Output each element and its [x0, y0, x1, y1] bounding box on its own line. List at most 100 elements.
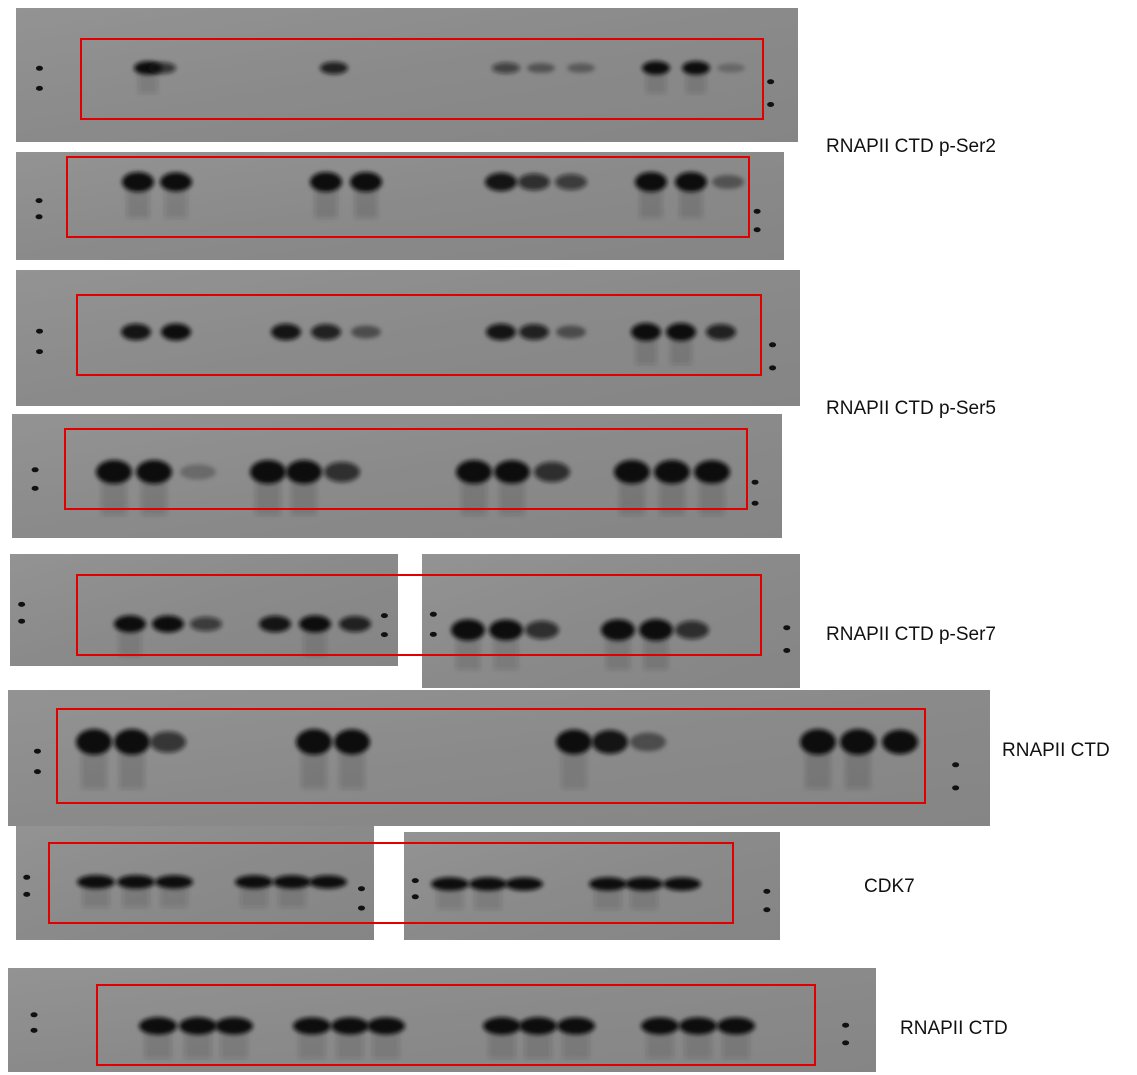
ladder-mark	[33, 748, 41, 754]
band	[324, 461, 360, 483]
ladder-mark	[35, 198, 43, 204]
band	[589, 877, 627, 891]
ladder-mark	[783, 647, 791, 653]
band	[679, 1017, 717, 1035]
band	[654, 460, 690, 484]
band	[190, 616, 222, 632]
band-smear	[659, 481, 685, 516]
band	[334, 729, 370, 755]
band	[555, 174, 587, 190]
ladder-mark	[380, 632, 388, 638]
band-smear	[474, 889, 502, 910]
band-smear	[561, 752, 587, 789]
band	[625, 877, 663, 891]
ladder-mark	[36, 328, 44, 334]
band	[309, 875, 347, 889]
band	[489, 619, 523, 641]
band	[122, 172, 154, 192]
band	[271, 323, 301, 341]
ladder-mark	[763, 907, 771, 913]
ladder-mark	[35, 85, 43, 91]
blot-rnapii-ctd-loading-svg	[8, 968, 876, 1072]
blot-p-ser7-left	[10, 554, 398, 666]
band-smear	[499, 481, 525, 516]
band	[179, 1017, 217, 1035]
band	[614, 460, 650, 484]
label-cdk7: CDK7	[864, 876, 915, 897]
band	[296, 729, 332, 755]
band	[519, 324, 549, 340]
band	[469, 877, 507, 891]
band	[663, 877, 701, 891]
ladder-mark	[35, 65, 43, 71]
blot-p-ser2-long-svg	[16, 152, 784, 260]
ladder-mark	[411, 894, 419, 900]
ladder-mark	[23, 891, 31, 897]
band	[311, 324, 341, 340]
band-smear	[635, 339, 657, 365]
band-smear	[524, 1033, 552, 1059]
band-smear	[684, 1033, 712, 1059]
band	[77, 875, 115, 889]
band	[556, 729, 592, 755]
band-smear	[488, 1033, 516, 1059]
membrane	[16, 8, 798, 142]
band-smear	[699, 481, 725, 516]
band	[639, 619, 673, 641]
ladder-mark	[23, 874, 31, 880]
band	[136, 460, 172, 484]
blot-p-ser2-short-svg	[16, 8, 798, 142]
band-smear	[118, 631, 142, 657]
blot-rnapii-ctd	[8, 690, 990, 826]
band	[155, 875, 193, 889]
band	[250, 460, 286, 484]
band	[339, 616, 371, 632]
ladder-mark	[380, 613, 388, 619]
band-smear	[630, 889, 658, 910]
band-smear	[644, 638, 668, 670]
ladder-mark	[35, 214, 43, 220]
band-smear	[240, 887, 268, 908]
band-smear	[220, 1033, 248, 1059]
band	[567, 63, 595, 73]
band	[630, 732, 666, 752]
label-rnapii-ctd-p-ser7: RNAPII CTD p-Ser7	[826, 624, 996, 645]
band	[293, 1017, 331, 1035]
band-smear	[339, 752, 365, 789]
band	[350, 172, 382, 192]
ladder-mark	[952, 762, 960, 768]
band-smear	[461, 481, 487, 516]
band	[121, 323, 151, 341]
label-rnapii-ctd: RNAPII CTD	[1002, 740, 1110, 761]
band	[299, 615, 331, 633]
band	[712, 175, 744, 189]
blot-cdk7-left-svg	[16, 826, 374, 940]
band	[601, 619, 635, 641]
blot-rnapii-ctd-svg	[8, 690, 990, 826]
band	[694, 460, 730, 484]
band	[486, 323, 516, 341]
ladder-mark	[751, 479, 759, 485]
band	[635, 172, 667, 192]
band	[431, 877, 469, 891]
blot-cdk7-right	[404, 832, 780, 940]
band-smear	[82, 887, 110, 908]
band	[882, 729, 918, 755]
band	[451, 619, 485, 641]
band-smear	[164, 190, 188, 218]
ladder-mark	[30, 1027, 38, 1033]
blot-p-ser7-right	[422, 554, 800, 688]
ladder-mark	[753, 227, 761, 233]
band-smear	[845, 752, 871, 789]
band-smear	[670, 339, 692, 365]
band	[96, 460, 132, 484]
band-smear	[101, 481, 127, 516]
band-smear	[494, 638, 518, 670]
band	[641, 1017, 679, 1035]
band-smear	[122, 887, 150, 908]
band-smear	[81, 752, 107, 789]
band	[483, 1017, 521, 1035]
band-smear	[144, 1033, 172, 1059]
band-smear	[298, 1033, 326, 1059]
